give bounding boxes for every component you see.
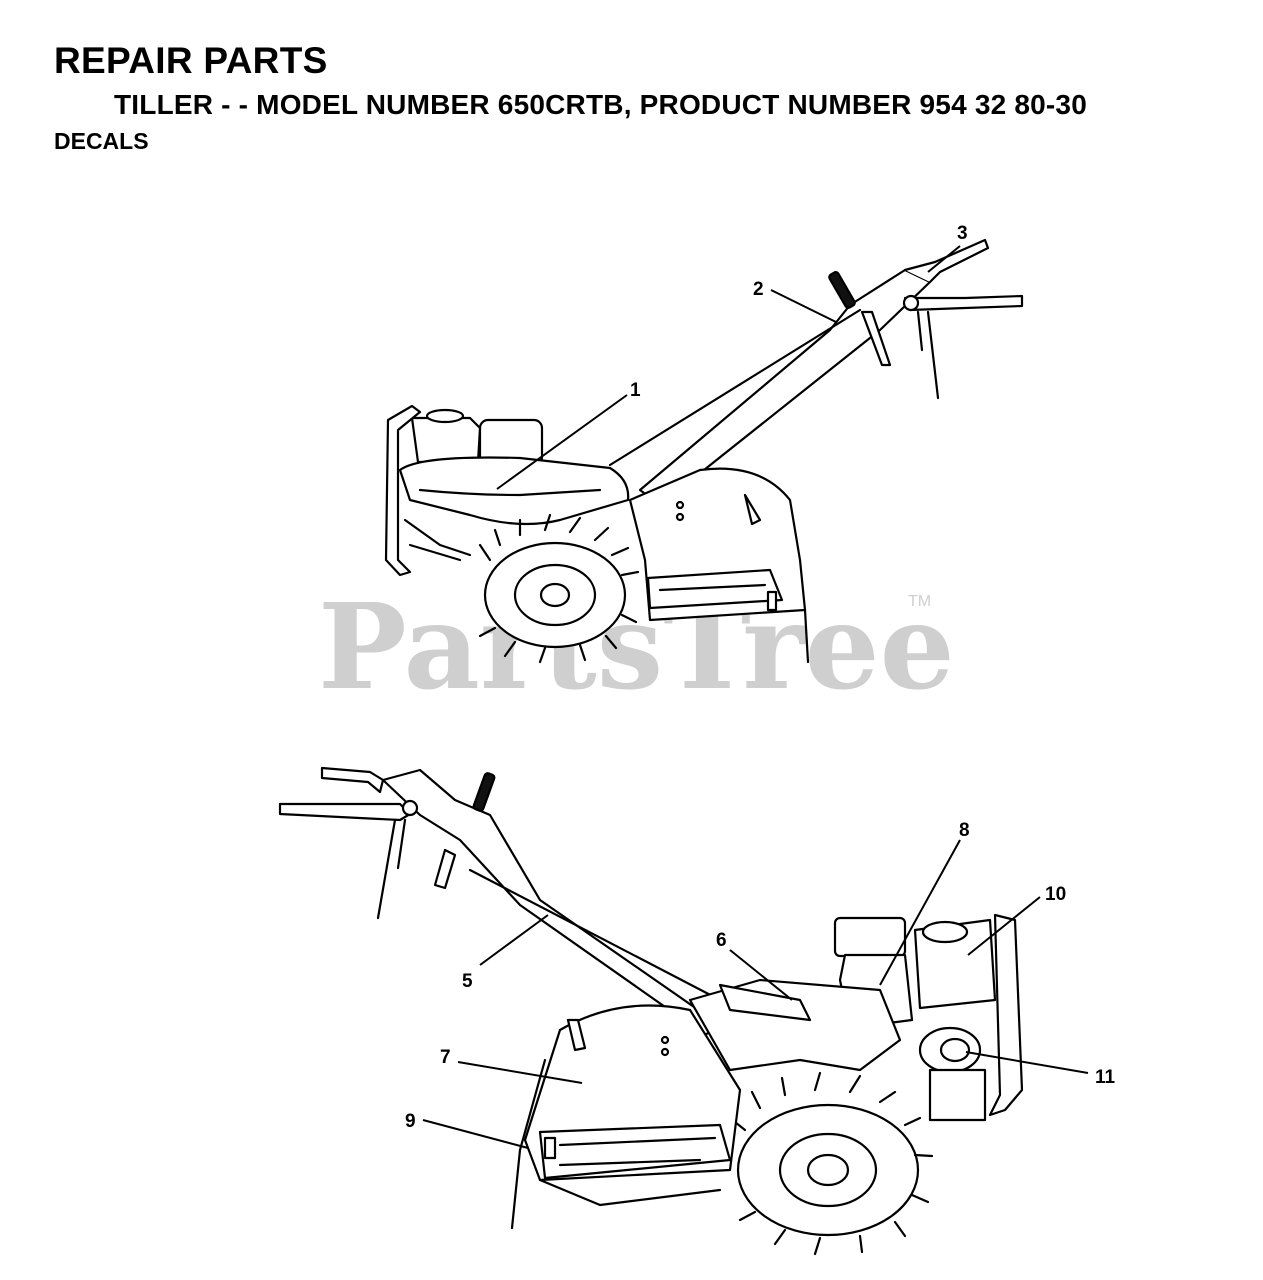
leader-line-11	[965, 1051, 1089, 1074]
leader-line-2	[770, 289, 837, 323]
watermark-text: PartsTree	[318, 577, 955, 716]
leader-line-10	[967, 896, 1041, 956]
tiller-view-top	[384, 238, 1024, 664]
leader-line-6	[729, 949, 793, 1001]
leader-line-7	[457, 1061, 583, 1084]
callout-9: 9	[405, 1111, 416, 1132]
callout-3: 3	[957, 223, 968, 244]
tiller-view-bottom	[278, 766, 1024, 1256]
leader-line-8	[879, 839, 961, 986]
watermark: PartsTree TM	[318, 577, 955, 716]
section-heading: DECALS	[54, 128, 149, 154]
callout-1: 1	[630, 380, 641, 401]
callout-8: 8	[959, 820, 970, 841]
callout-group: 1 2 3 5 6 7 8 9 10 11	[405, 223, 1116, 1149]
callout-2: 2	[753, 279, 764, 300]
callout-7: 7	[440, 1047, 451, 1068]
callout-11: 11	[1095, 1067, 1116, 1088]
leader-line-9	[422, 1119, 529, 1149]
callout-10: 10	[1045, 884, 1066, 905]
page-subtitle: TILLER - - MODEL NUMBER 650CRTB, PRODUCT…	[114, 89, 1087, 120]
leader-line-5	[479, 914, 549, 966]
callout-6: 6	[716, 930, 727, 951]
callout-5: 5	[462, 971, 473, 992]
page-title: REPAIR PARTS	[54, 40, 328, 81]
leader-line-3	[927, 245, 961, 273]
leader-line-1	[496, 394, 628, 490]
watermark-trademark: TM	[908, 593, 931, 610]
